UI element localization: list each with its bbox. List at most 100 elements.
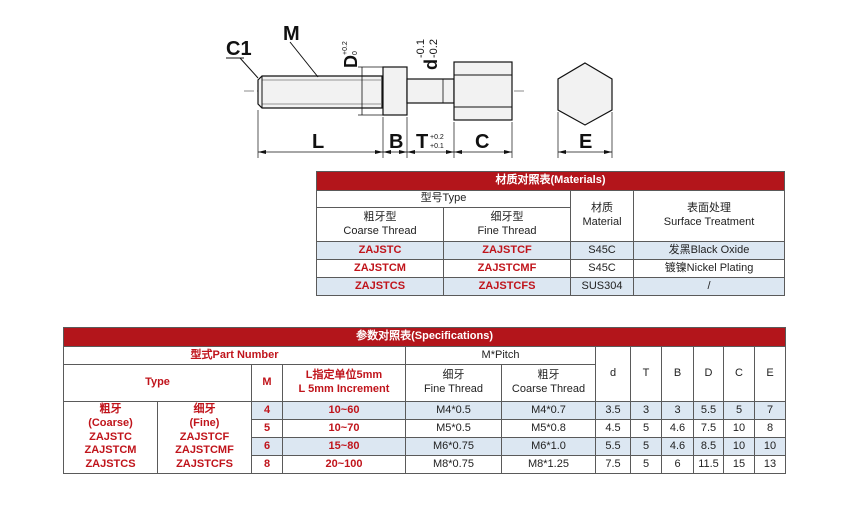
col-b-header: B [661,346,694,402]
l-range: 20~100 [282,455,406,474]
c-value: 10 [723,419,755,438]
type-fine-cn: 细牙 [193,403,216,416]
e-value: 10 [753,437,787,456]
materials-treatment-header: 表面处理 Surface Treatment [632,190,786,242]
T-tolerance-bottom: +0.1 [430,143,444,150]
l-header-cn: L指定单位5mm [305,369,383,382]
d-value: 5.5 [595,437,631,456]
c-value: 15 [723,455,755,474]
d-value: 3.5 [595,401,631,420]
hex-end-view [557,62,613,126]
table-row: ZAJSTCM ZAJSTCMF S45C 镀镍Nickel Plating [316,259,786,278]
D-tolerance-top: +0.2 [342,41,349,55]
fine-header-en: Fine Thread [477,224,537,237]
material-header-en: Material [582,216,622,228]
label-c1: C1 [226,38,252,60]
type-fine-3: ZAJSTCFS [176,458,233,471]
label-d: d [421,59,441,70]
b-value: 4.6 [661,419,694,438]
table-row: ZAJSTCS ZAJSTCFS SUS304 / [316,277,786,296]
table-row: 粗牙 (Coarse) ZAJSTC ZAJSTCM ZAJSTCS 细牙 (F… [63,401,787,474]
coarse-type: ZAJSTCS [316,277,444,296]
fine-type: ZAJSTCMF [443,259,571,278]
coarse-header-cn: 粗牙型 [363,210,397,223]
col-c-header: C [723,346,755,402]
fine-header-cn: 细牙 [442,369,465,382]
treatment-header-en: Surface Treatment [663,216,755,228]
treatment: / [632,277,786,296]
l-header-en: L 5mm Increment [298,383,390,395]
label-m: M [283,23,300,45]
hex-head [453,61,513,121]
table-row: 8 20~100 M8*0.75 M8*1.25 7.5 5 6 11.5 15… [64,455,787,474]
collar [382,66,408,116]
b-value: 3 [661,401,694,420]
coarse-header-en: Coarse Thread [511,383,586,395]
treatment-header-cn: 表面处理 [687,202,732,215]
l-header: L指定单位5mm L 5mm Increment [282,364,406,402]
type-coarse-en: (Coarse) [88,416,133,429]
l-range: 10~70 [282,419,406,438]
material: S45C [570,259,634,278]
coarse-header-en: Coarse Thread [343,224,417,237]
t-value: 3 [630,401,662,420]
D-value: 7.5 [693,419,724,438]
material: S45C [570,241,634,260]
D-tolerance-bottom: 0 [352,51,359,55]
label-B: B [389,131,403,153]
label-D: D [341,55,361,68]
T-tolerance-top: +0.2 [430,134,444,141]
threaded-shank [257,75,383,109]
c-value: 10 [723,437,755,456]
materials-material-header: 材质 Material [570,190,634,242]
coarse-pitch: M6*1.0 [501,437,596,456]
specifications-table: 参数对照表(Specifications) 型式Part Number M*Pi… [62,327,787,474]
fine-type: ZAJSTCF [443,241,571,260]
D-value: 8.5 [693,437,724,456]
coarse-pitch: M8*1.25 [501,455,596,474]
treatment: 镀镍Nickel Plating [632,259,786,278]
label-T: T [416,131,428,153]
type-coarse-cn: 粗牙 [99,403,122,416]
table-row: ZAJSTC ZAJSTCF S45C 发黑Black Oxide [316,241,786,260]
c-value: 5 [723,401,755,420]
col-e-header: E [753,346,787,402]
treatment: 发黑Black Oxide [632,241,786,260]
coarse-pitch: M4*0.7 [501,401,596,420]
materials-table: 材质对照表(Materials) 型号Type 材质 Material 表面处理… [315,171,786,296]
label-E: E [579,131,592,153]
materials-title: 材质对照表(Materials) [315,171,786,191]
type-fine-2: ZAJSTCMF [175,444,234,457]
e-value: 13 [753,455,787,474]
neck [406,78,455,104]
e-value: 7 [753,401,787,420]
m-header: M [251,364,283,402]
col-t-header: T [630,346,662,402]
coarse-type: ZAJSTCM [316,259,444,278]
type-coarse-3: ZAJSTCS [85,458,136,471]
fine-type: ZAJSTCFS [443,277,571,296]
D-value: 11.5 [693,455,724,474]
t-value: 5 [630,419,662,438]
fine-thread-header: 细牙 Fine Thread [405,364,502,402]
m-value: 5 [251,419,283,438]
e-value: 8 [753,419,787,438]
type-fine-1: ZAJSTCF [179,430,230,443]
table-row: 6 15~80 M6*0.75 M6*1.0 5.5 5 4.6 8.5 10 … [64,437,787,456]
l-range: 10~60 [282,401,406,420]
m-value: 8 [251,455,283,474]
coarse-thread-header: 粗牙 Coarse Thread [501,364,596,402]
fine-pitch: M4*0.5 [405,401,502,420]
type-coarse-1: ZAJSTC [89,430,132,443]
type-coarse-list: 粗牙 (Coarse) ZAJSTC ZAJSTCM ZAJSTCS [63,401,158,474]
t-value: 5 [630,455,662,474]
coarse-header-cn: 粗牙 [537,369,560,382]
b-value: 4.6 [661,437,694,456]
coarse-pitch: M5*0.8 [501,419,596,438]
D-value: 5.5 [693,401,724,420]
fine-header-cn: 细牙型 [490,210,524,223]
material-header-cn: 材质 [591,202,613,215]
fine-pitch: M6*0.75 [405,437,502,456]
label-C: C [475,131,489,153]
m-value: 6 [251,437,283,456]
